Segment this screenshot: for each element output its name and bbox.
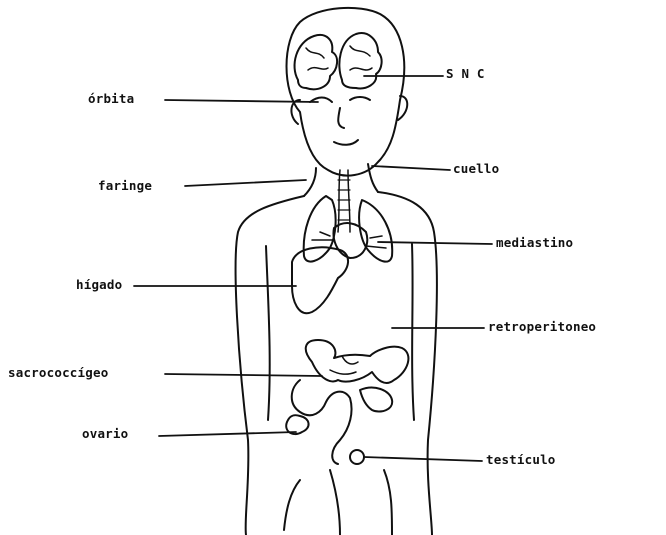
mouth (334, 140, 358, 145)
label-higado: hígado (76, 277, 122, 292)
label-snc: S N C (446, 66, 485, 81)
label-mediastino: mediastino (496, 235, 573, 250)
leader-testiculo (364, 457, 482, 461)
legs-outline (284, 470, 392, 535)
lungs (304, 196, 393, 262)
head-outline (287, 8, 405, 176)
uterus (292, 380, 392, 464)
left-arm (266, 246, 270, 420)
testicle (350, 450, 364, 464)
brain-left-hemisphere (295, 35, 338, 89)
leader-sacrococcigeo (165, 374, 322, 376)
label-ovario: ovario (82, 426, 128, 441)
brain-right-hemisphere (339, 33, 381, 88)
leader-mediastino (378, 242, 492, 244)
nose (338, 108, 344, 128)
label-faringe: faringe (98, 178, 152, 193)
right-eye (350, 97, 370, 100)
leader-faringe (185, 180, 306, 186)
right-arm (412, 244, 414, 420)
leader-ovario (159, 432, 296, 436)
leader-lines (134, 76, 492, 461)
label-orbita: órbita (88, 91, 134, 106)
label-cuello: cuello (453, 161, 499, 176)
label-testiculo: testículo (486, 452, 556, 467)
label-sacrococcigeo: sacrococcígeo (8, 365, 108, 380)
label-retroperitoneo: retroperitoneo (488, 319, 596, 334)
leader-orbita (165, 100, 318, 102)
leader-cuello (372, 166, 450, 170)
ovary-left (286, 415, 308, 434)
